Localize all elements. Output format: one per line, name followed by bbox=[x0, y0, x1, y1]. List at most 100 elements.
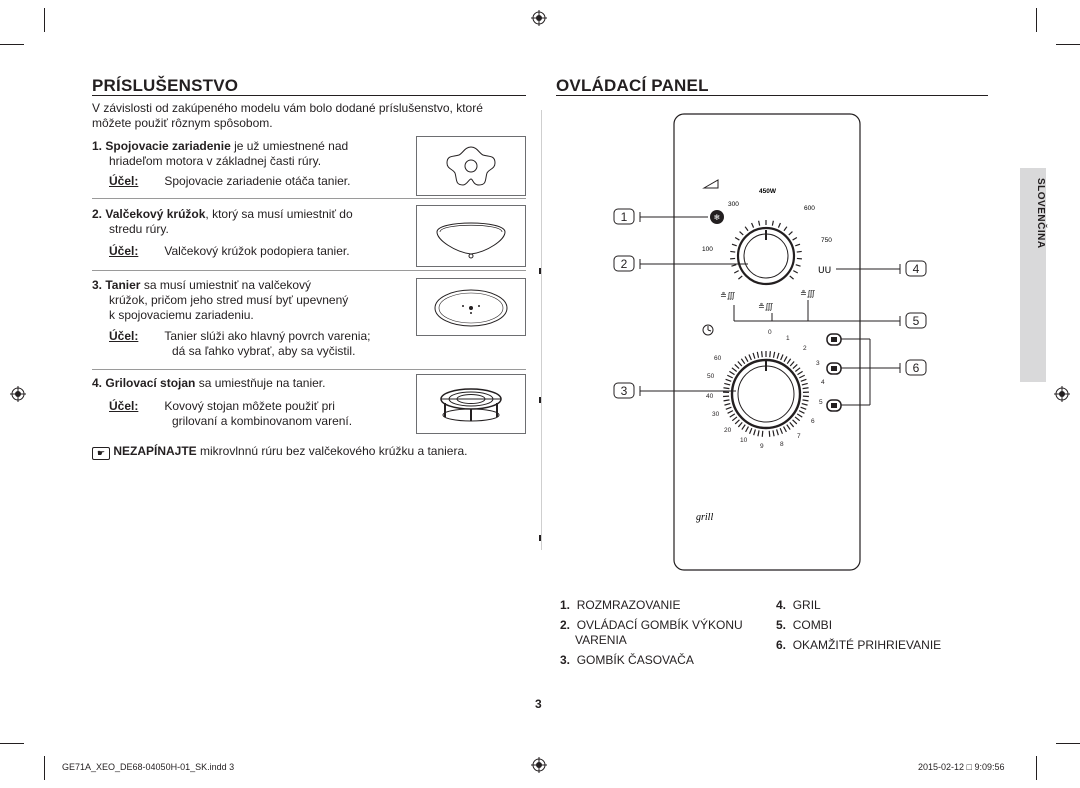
knob-tick bbox=[792, 364, 798, 370]
knob-tick bbox=[723, 399, 730, 402]
timer-label: 6 bbox=[811, 418, 815, 425]
knob-tick bbox=[758, 220, 761, 226]
knob-tick bbox=[797, 370, 803, 376]
callout-6: 6 bbox=[913, 361, 920, 375]
svg-text:❄: ❄ bbox=[714, 213, 721, 222]
knob-tick bbox=[733, 270, 739, 274]
page-number: 3 bbox=[535, 697, 542, 711]
knob-tick bbox=[801, 382, 808, 386]
crop-mark bbox=[1036, 756, 1037, 780]
callout-4: 4 bbox=[913, 262, 920, 276]
grill-rack-icon bbox=[440, 388, 502, 422]
accessory-item-1: 1. Spojovacie zariadenie je už umiestnen… bbox=[92, 139, 351, 188]
knob-tick bbox=[792, 419, 798, 425]
knob-tick bbox=[724, 382, 731, 386]
knob-tick bbox=[783, 226, 788, 232]
knob-tick bbox=[783, 356, 788, 362]
knob-tick bbox=[796, 413, 803, 418]
knob-tick bbox=[794, 367, 801, 372]
knob-tick bbox=[741, 424, 746, 430]
knob-tick bbox=[744, 356, 749, 362]
registration-mark-icon bbox=[1054, 386, 1070, 402]
power-label-450: 450W bbox=[759, 188, 777, 195]
crop-mark bbox=[0, 743, 24, 744]
warning-note: ☛ NEZAPÍNAJTE mikrovlnnú rúru bez valček… bbox=[92, 444, 532, 460]
knob-tick bbox=[771, 220, 774, 226]
knob-tick bbox=[751, 222, 755, 228]
power-label-750: 750 bbox=[821, 237, 832, 244]
callout-1: 1 bbox=[621, 210, 628, 224]
section-heading-accessories: PRÍSLUŠENSTVO bbox=[92, 76, 239, 95]
knob-tick bbox=[756, 351, 760, 358]
timer-label: 4 bbox=[821, 379, 825, 386]
knob-tick bbox=[796, 250, 802, 253]
knob-tick bbox=[799, 374, 805, 379]
knob-tick bbox=[788, 231, 793, 236]
defrost-mark-icon bbox=[702, 179, 719, 189]
knob-tick bbox=[772, 430, 775, 437]
knob-tick bbox=[768, 430, 771, 437]
coupler-image bbox=[416, 136, 526, 196]
timer-label: 60 bbox=[714, 355, 722, 362]
crop-mark bbox=[44, 8, 45, 32]
knob-tick bbox=[748, 427, 753, 434]
panel-outline bbox=[673, 113, 861, 571]
knob-tick bbox=[757, 430, 760, 437]
roller-ring-image bbox=[416, 205, 526, 267]
knob-tick bbox=[731, 367, 738, 372]
crop-mark bbox=[44, 756, 45, 780]
knob-tick bbox=[730, 250, 736, 253]
knob-tick bbox=[789, 361, 795, 367]
timer-label: 40 bbox=[706, 393, 714, 400]
knob-tick bbox=[737, 361, 743, 367]
timer-label: 0 bbox=[768, 329, 772, 336]
knob-tick bbox=[729, 413, 736, 418]
crop-mark bbox=[0, 44, 24, 45]
knob-tick bbox=[734, 419, 740, 425]
knob-tick bbox=[727, 410, 734, 414]
knob-tick bbox=[731, 416, 738, 422]
knob-tick bbox=[793, 270, 799, 274]
combi-symbol-icon: ≗∭ bbox=[720, 291, 736, 300]
knob-tick bbox=[792, 236, 798, 241]
column-gutter bbox=[541, 110, 542, 550]
registration-mark-icon bbox=[531, 10, 547, 26]
timer-label: 1 bbox=[786, 335, 790, 342]
grill-rack-image bbox=[416, 374, 526, 434]
knob-tick bbox=[777, 222, 781, 228]
knob-tick bbox=[752, 352, 756, 359]
defrost-snowflake-icon bbox=[710, 210, 724, 224]
knob-tick bbox=[783, 426, 787, 433]
timer-label: 3 bbox=[816, 360, 820, 367]
knob-tick bbox=[737, 421, 743, 428]
item-divider bbox=[92, 369, 526, 370]
knob-tick bbox=[798, 410, 805, 414]
crop-mark bbox=[1056, 743, 1080, 744]
language-tab-label: SLOVENČINA bbox=[1035, 178, 1046, 249]
knob-tick bbox=[724, 402, 731, 406]
footer-filename: GE71A_XEO_DE68-04050H-01_SK.indd 3 bbox=[62, 762, 235, 772]
knob-tick bbox=[794, 416, 801, 422]
turntable-image bbox=[416, 278, 526, 336]
knob-tick bbox=[725, 406, 732, 410]
knob-tick bbox=[739, 231, 744, 236]
knob-tick bbox=[779, 427, 784, 434]
coupler-icon bbox=[446, 146, 496, 186]
accessory-item-3: 3. Tanier sa musí umiestniť na valčekový… bbox=[92, 278, 371, 358]
knob-tick bbox=[795, 264, 801, 267]
knob-tick bbox=[776, 352, 780, 359]
knob-tick bbox=[780, 354, 784, 361]
combi-symbol-icon: ≗∭ bbox=[758, 302, 774, 311]
knob-tick bbox=[769, 351, 771, 358]
knob-tick bbox=[801, 402, 808, 406]
grill-label: grill bbox=[696, 512, 713, 523]
heading-rule bbox=[556, 95, 988, 96]
section-heading-control-panel: OVLÁDACÍ PANEL bbox=[556, 76, 709, 95]
timer-label: 8 bbox=[780, 441, 784, 448]
power-label-300: 300 bbox=[728, 201, 739, 208]
intro-text: V závislosti od zakúpeného modelu vám bo… bbox=[92, 101, 483, 130]
knob-tick bbox=[731, 243, 737, 247]
accessory-item-2: 2. Valčekový krúžok, ktorý sa musí umies… bbox=[92, 207, 353, 258]
knob-tick bbox=[731, 264, 737, 267]
knob-tick bbox=[786, 424, 791, 430]
